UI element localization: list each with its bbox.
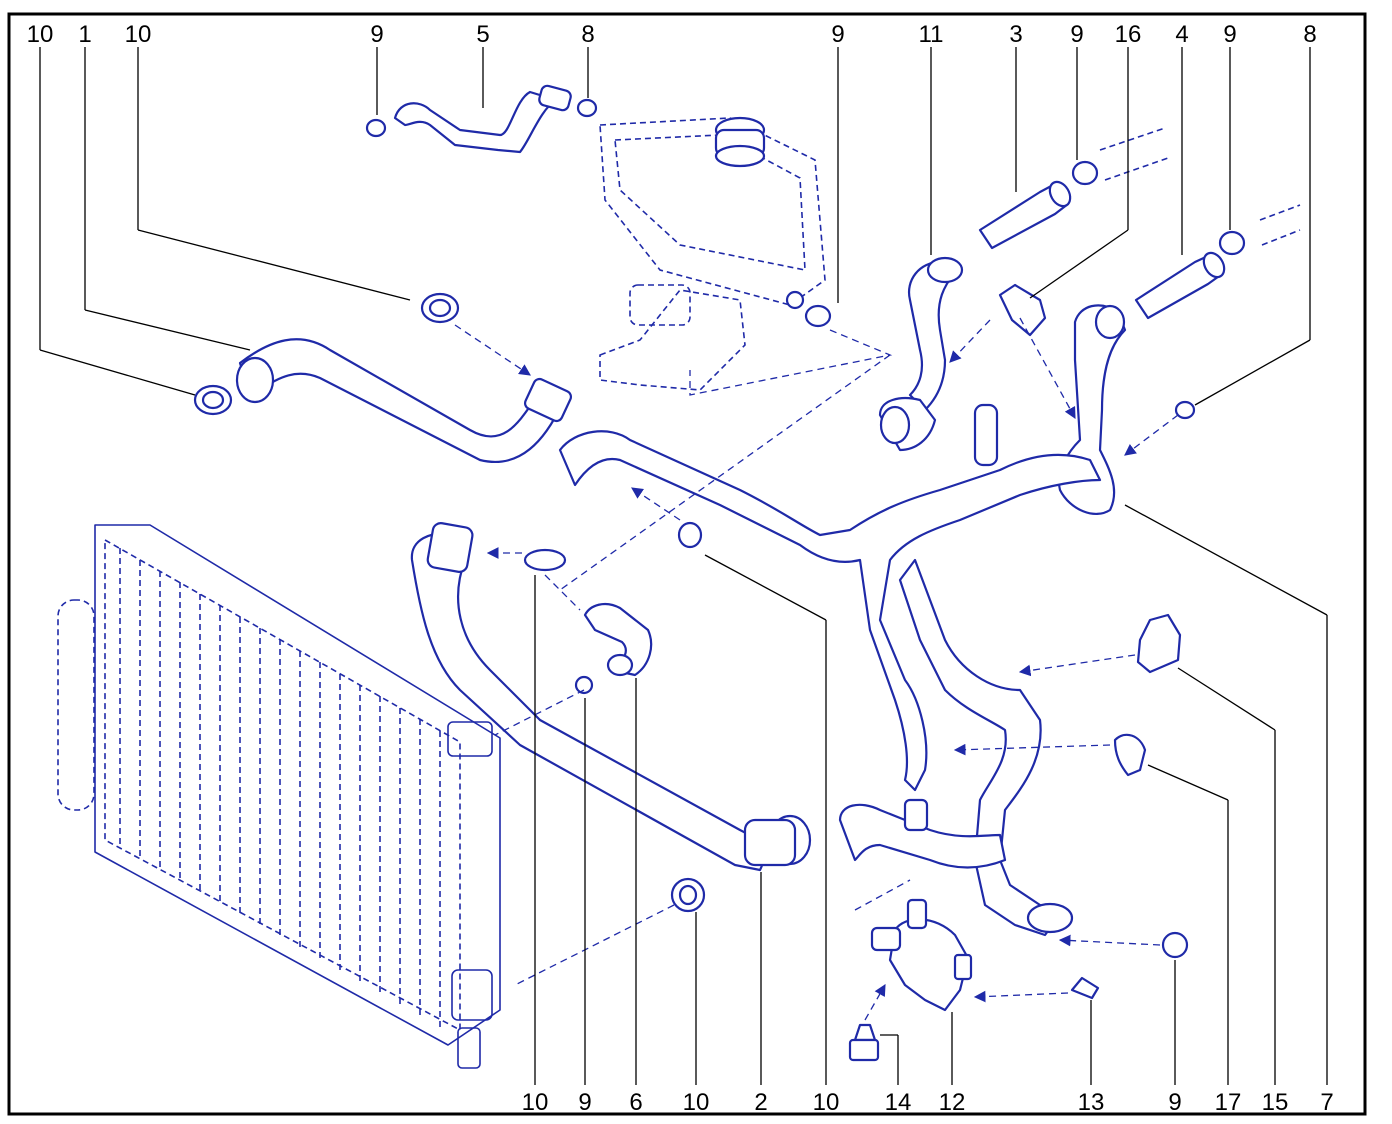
bolt-14 bbox=[848, 1023, 880, 1062]
callout-8: 8 bbox=[1303, 21, 1316, 48]
tank-hose-5 bbox=[393, 84, 572, 154]
electric-pump-12 bbox=[870, 898, 973, 1012]
clamp-8-a bbox=[576, 98, 598, 118]
callout-10: 10 bbox=[125, 21, 152, 48]
clamp-10-a bbox=[193, 384, 233, 416]
expansion-tank bbox=[599, 116, 826, 310]
clamp-9-d bbox=[1218, 230, 1246, 256]
callout-9: 9 bbox=[370, 21, 383, 48]
bracket-16 bbox=[998, 283, 1047, 337]
callout-17: 17 bbox=[1215, 1089, 1242, 1116]
callout-3: 3 bbox=[1009, 21, 1022, 48]
clamp-9-e bbox=[574, 675, 594, 695]
callout-8: 8 bbox=[581, 21, 594, 48]
clamp-10-b bbox=[420, 292, 460, 324]
callout-6: 6 bbox=[629, 1089, 642, 1116]
callout-leaders bbox=[39, 47, 1328, 1085]
bracket-15 bbox=[1136, 613, 1182, 674]
engine-pipe-stubs bbox=[1099, 127, 1301, 246]
callout-11: 11 bbox=[919, 21, 944, 48]
clamp-8-b bbox=[1174, 400, 1196, 420]
callout-1: 1 bbox=[78, 21, 91, 48]
assembly-arrows bbox=[454, 317, 1179, 1021]
callouts-bottom: 10 9 6 10 2 10 14 12 13 9 17 15 7 bbox=[522, 1089, 1334, 1116]
quick-connector-4 bbox=[1134, 251, 1226, 320]
clip-17 bbox=[1113, 733, 1147, 777]
small-hose-6 bbox=[583, 602, 653, 677]
callout-14: 14 bbox=[885, 1089, 912, 1116]
callout-9: 9 bbox=[831, 21, 844, 48]
clamp-10-c bbox=[677, 521, 703, 549]
callout-9: 9 bbox=[1070, 21, 1083, 48]
callout-9: 9 bbox=[1223, 21, 1236, 48]
callout-4: 4 bbox=[1175, 21, 1188, 48]
callout-9: 9 bbox=[578, 1089, 591, 1116]
callout-9: 9 bbox=[1168, 1089, 1181, 1116]
clamp-9-f bbox=[1161, 931, 1189, 959]
clip-13 bbox=[1070, 976, 1100, 1000]
callout-10: 10 bbox=[522, 1089, 549, 1116]
callouts-top: 10 1 10 9 5 8 9 11 3 9 16 4 9 8 bbox=[27, 21, 1317, 48]
clamp-9-a bbox=[365, 118, 387, 138]
callout-10: 10 bbox=[27, 21, 54, 48]
clamp-10-d bbox=[523, 548, 567, 572]
radiator-lower-hose-2 bbox=[410, 522, 812, 872]
callout-5: 5 bbox=[476, 21, 489, 48]
quick-connector-3 bbox=[978, 180, 1072, 250]
callout-15: 15 bbox=[1262, 1089, 1289, 1116]
heater-hose-11 bbox=[878, 256, 964, 452]
callout-16: 16 bbox=[1115, 21, 1142, 48]
thermostat-housing bbox=[599, 284, 746, 391]
clamp-9-b bbox=[804, 304, 832, 328]
callout-10: 10 bbox=[813, 1089, 840, 1116]
callout-7: 7 bbox=[1320, 1089, 1333, 1116]
clamps bbox=[193, 98, 1246, 959]
callout-2: 2 bbox=[754, 1089, 767, 1116]
diagram-frame bbox=[7, 12, 1367, 1116]
callout-13: 13 bbox=[1078, 1089, 1105, 1116]
callout-12: 12 bbox=[939, 1089, 966, 1116]
radiator bbox=[57, 524, 501, 1069]
clamp-10-e bbox=[670, 877, 706, 913]
upper-radiator-hose-1 bbox=[235, 338, 573, 463]
clamp-9-c bbox=[1071, 160, 1099, 186]
callout-10: 10 bbox=[683, 1089, 710, 1116]
main-hose-harness bbox=[558, 403, 1102, 937]
